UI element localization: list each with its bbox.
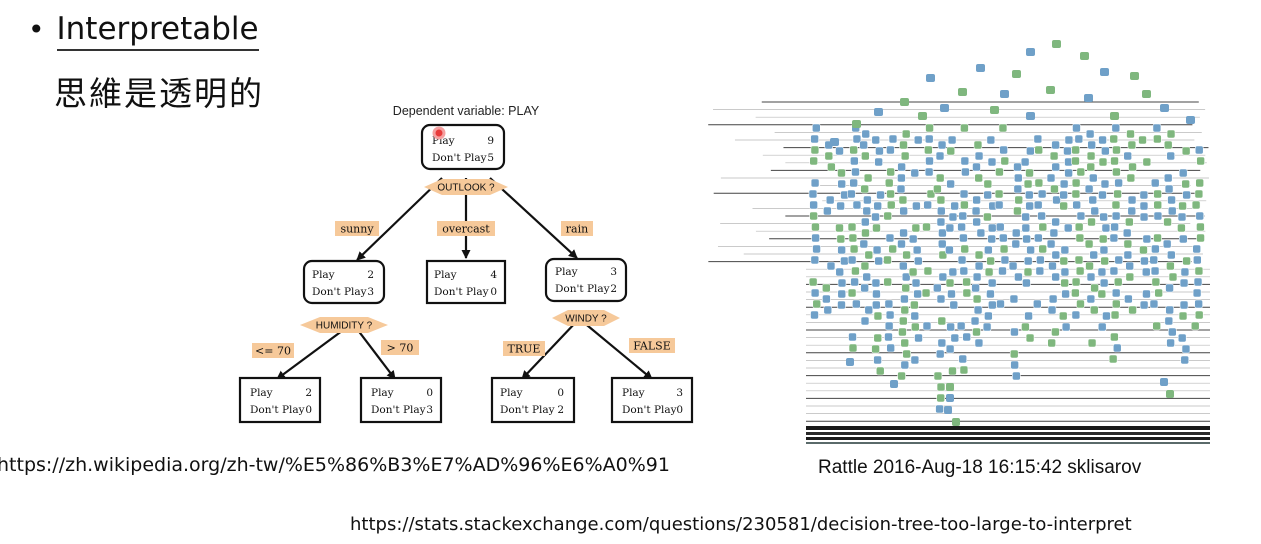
rattle-caption: Rattle 2016-Aug-18 16:15:42 sklisarov bbox=[818, 457, 1142, 478]
svg-text:Play: Play bbox=[500, 387, 523, 399]
svg-text:2: 2 bbox=[557, 404, 564, 416]
condition-outlook-label: OUTLOOK ? bbox=[437, 183, 495, 194]
edge-sunny-gt70 bbox=[353, 324, 396, 380]
edge-label-le70: <= 70 bbox=[252, 343, 294, 358]
svg-text:Don't Play: Don't Play bbox=[622, 404, 677, 416]
bullet-row: • Interpretable bbox=[28, 11, 259, 51]
edge-label-true: TRUE bbox=[503, 341, 545, 356]
svg-text:sunny: sunny bbox=[340, 223, 374, 236]
svg-text:0: 0 bbox=[426, 387, 433, 399]
svg-text:0: 0 bbox=[557, 387, 564, 399]
svg-text:> 70: > 70 bbox=[387, 342, 414, 355]
svg-text:rain: rain bbox=[566, 223, 588, 236]
edge-label-rain: rain bbox=[561, 221, 593, 236]
edge-rain-true bbox=[521, 320, 578, 380]
edge-label-gt70: > 70 bbox=[381, 340, 419, 355]
svg-text:Play: Play bbox=[434, 269, 457, 281]
slide-subtitle: 思維是透明的 bbox=[54, 74, 264, 113]
svg-text:TRUE: TRUE bbox=[508, 343, 541, 356]
svg-text:3: 3 bbox=[676, 387, 683, 399]
svg-text:Don't Play: Don't Play bbox=[371, 404, 426, 416]
node-dontplay-label: Don't Play bbox=[432, 152, 487, 164]
edge-rain-false bbox=[581, 320, 653, 380]
svg-text:0: 0 bbox=[305, 404, 312, 416]
condition-outlook: OUTLOOK ? bbox=[424, 179, 508, 195]
edge-sunny-le70 bbox=[276, 324, 351, 380]
svg-text:Don't Play: Don't Play bbox=[500, 404, 555, 416]
condition-windy: WINDY ? bbox=[552, 310, 620, 326]
tree-node-windy-true: Play 0 Don't Play 2 bbox=[490, 376, 576, 424]
tree-node-humidity-gt70: Play 0 Don't Play 3 bbox=[359, 376, 443, 424]
large-decision-tree-image bbox=[708, 40, 1210, 444]
tree-node-overcast: Play 4 Don't Play 0 bbox=[425, 259, 507, 305]
node-dontplay-count: 5 bbox=[487, 152, 494, 164]
svg-text:Play: Play bbox=[622, 387, 645, 399]
edge-root-rain bbox=[489, 177, 578, 259]
svg-text:Don't Play: Don't Play bbox=[555, 283, 610, 295]
svg-text:4: 4 bbox=[490, 269, 497, 281]
svg-text:Play: Play bbox=[555, 266, 578, 278]
svg-text:<= 70: <= 70 bbox=[255, 345, 291, 358]
svg-text:3: 3 bbox=[367, 286, 374, 298]
condition-windy-label: WINDY ? bbox=[565, 314, 607, 325]
svg-text:FALSE: FALSE bbox=[633, 340, 671, 353]
large-tree-footer-bars bbox=[806, 426, 1210, 444]
tree-node-rain: Play 3 Don't Play 2 bbox=[544, 257, 628, 303]
tree-node-sunny: Play 2 Don't Play 3 bbox=[302, 259, 386, 305]
bullet-marker: • bbox=[28, 13, 45, 46]
condition-humidity: HUMIDITY ? bbox=[300, 317, 388, 333]
svg-text:overcast: overcast bbox=[442, 223, 490, 236]
edge-label-sunny: sunny bbox=[335, 221, 379, 236]
play-decision-tree: Dependent variable: PLAY Play 9 Don't Pl… bbox=[238, 104, 694, 424]
large-tree-nodes bbox=[808, 40, 1205, 426]
edge-label-false: FALSE bbox=[629, 338, 675, 353]
svg-text:0: 0 bbox=[676, 404, 683, 416]
svg-text:2: 2 bbox=[367, 269, 374, 281]
svg-text:3: 3 bbox=[426, 404, 433, 416]
svg-text:Don't Play: Don't Play bbox=[250, 404, 305, 416]
svg-text:2: 2 bbox=[305, 387, 312, 399]
edge-root-sunny bbox=[356, 177, 443, 261]
wikipedia-source-link[interactable]: https://zh.wikipedia.org/zh-tw/%E5%86%B3… bbox=[0, 454, 670, 476]
stackexchange-source-link[interactable]: https://stats.stackexchange.com/question… bbox=[350, 514, 1132, 535]
tree-node-windy-false: Play 3 Don't Play 0 bbox=[610, 376, 694, 424]
node-play-count: 9 bbox=[487, 135, 494, 147]
svg-text:2: 2 bbox=[610, 283, 617, 295]
svg-text:Don't Play: Don't Play bbox=[312, 286, 367, 298]
pointer-highlight-dot bbox=[432, 126, 446, 140]
svg-text:3: 3 bbox=[610, 266, 617, 278]
svg-text:Play: Play bbox=[250, 387, 273, 399]
condition-humidity-label: HUMIDITY ? bbox=[316, 321, 373, 332]
large-tree-leader-lines bbox=[708, 101, 1210, 430]
tree-node-humidity-le70: Play 2 Don't Play 0 bbox=[238, 376, 322, 424]
svg-text:Play: Play bbox=[371, 387, 394, 399]
edge-label-overcast: overcast bbox=[437, 221, 495, 236]
svg-text:0: 0 bbox=[490, 286, 497, 298]
svg-text:Don't Play: Don't Play bbox=[434, 286, 489, 298]
dependent-variable-label: Dependent variable: PLAY bbox=[393, 104, 540, 118]
svg-text:Play: Play bbox=[312, 269, 335, 281]
slide-heading: Interpretable bbox=[56, 11, 259, 51]
